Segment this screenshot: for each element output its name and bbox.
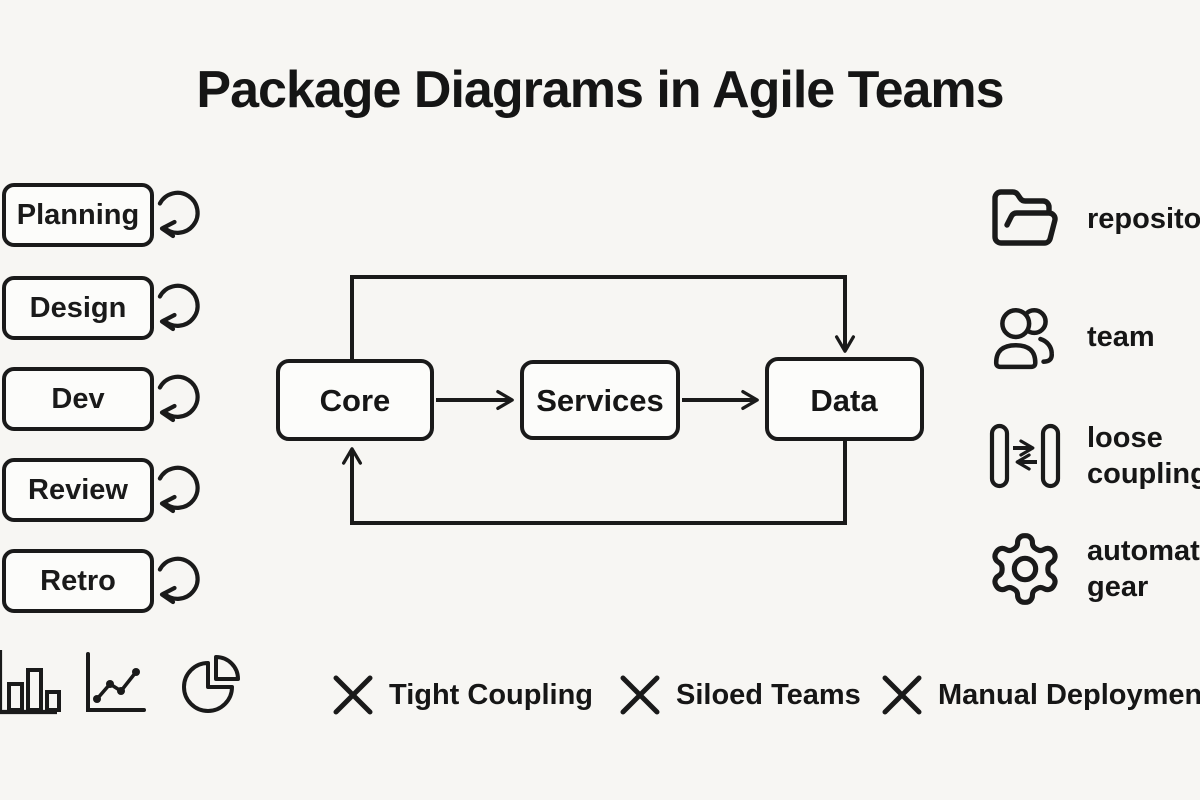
legend-label: automation gear xyxy=(1087,534,1200,603)
edge-data-to-core-bottom xyxy=(341,439,847,525)
pie-chart-icon xyxy=(182,655,240,713)
package-flow-diagram: Core Services Data xyxy=(276,275,924,525)
gear-icon xyxy=(992,533,1058,605)
legend-row-automation-gear: automation gear xyxy=(985,528,1200,610)
legend-row-repository: repository xyxy=(985,186,1200,252)
line-chart-icon xyxy=(86,652,146,712)
flow-node-core xyxy=(276,359,434,441)
antipattern-manual-deployment: Manual Deployment xyxy=(879,672,1200,718)
antipattern-label: Tight Coupling xyxy=(389,678,594,711)
edge-core-to-data-top xyxy=(350,275,856,361)
stage-box-review: Review xyxy=(2,458,154,522)
stage-label: Retro xyxy=(40,564,116,597)
self-loop-arrow-icon xyxy=(157,283,200,332)
stage-row-planning: Planning xyxy=(2,183,204,247)
open-folder-icon xyxy=(992,189,1058,246)
legend-label: team xyxy=(1087,320,1155,353)
flow-node-label-core: Core xyxy=(320,383,391,418)
antipattern-label: Siloed Teams xyxy=(676,678,861,711)
flow-node-data xyxy=(765,357,924,441)
self-loop-arrow-icon xyxy=(157,190,200,239)
stage-label: Planning xyxy=(16,198,140,231)
x-icon xyxy=(882,675,922,715)
stage-row-retro: Retro xyxy=(2,549,204,613)
stage-label: Dev xyxy=(51,382,105,415)
stage-box-planning: Planning xyxy=(2,183,154,247)
x-icon xyxy=(620,675,660,715)
x-icon xyxy=(333,675,373,715)
stage-row-review: Review xyxy=(2,458,204,522)
legend-label: repository xyxy=(1087,202,1200,235)
legend-label: loose coupling xyxy=(1087,422,1200,491)
stage-row-dev: Dev xyxy=(2,367,204,431)
flow-node-services xyxy=(520,360,680,440)
flow-node-label-data: Data xyxy=(810,383,878,418)
team-icon xyxy=(993,307,1055,370)
antipattern-label: Manual Deployment xyxy=(938,678,1200,711)
stage-box-retro: Retro xyxy=(2,549,154,613)
legend-row-team: team xyxy=(985,300,1200,374)
self-loop-arrow-icon xyxy=(157,465,200,514)
page-title: Package Diagrams in Agile Teams xyxy=(196,61,1004,119)
stage-row-design: Design xyxy=(2,276,204,340)
flow-node-label-services: Services xyxy=(536,383,664,418)
legend-row-loose-coupling: loose coupling xyxy=(985,420,1200,493)
stage-label: Review xyxy=(28,473,128,506)
self-loop-arrow-icon xyxy=(157,556,200,605)
antipattern-tight-coupling: Tight Coupling xyxy=(330,672,593,718)
stage-box-dev: Dev xyxy=(2,367,154,431)
loose-coupling-icon xyxy=(989,424,1061,489)
stage-label: Design xyxy=(29,291,127,324)
self-loop-arrow-icon xyxy=(157,374,200,423)
stage-box-design: Design xyxy=(2,276,154,340)
antipattern-siloed-teams: Siloed Teams xyxy=(617,672,861,718)
bar-chart-icon xyxy=(0,650,61,715)
